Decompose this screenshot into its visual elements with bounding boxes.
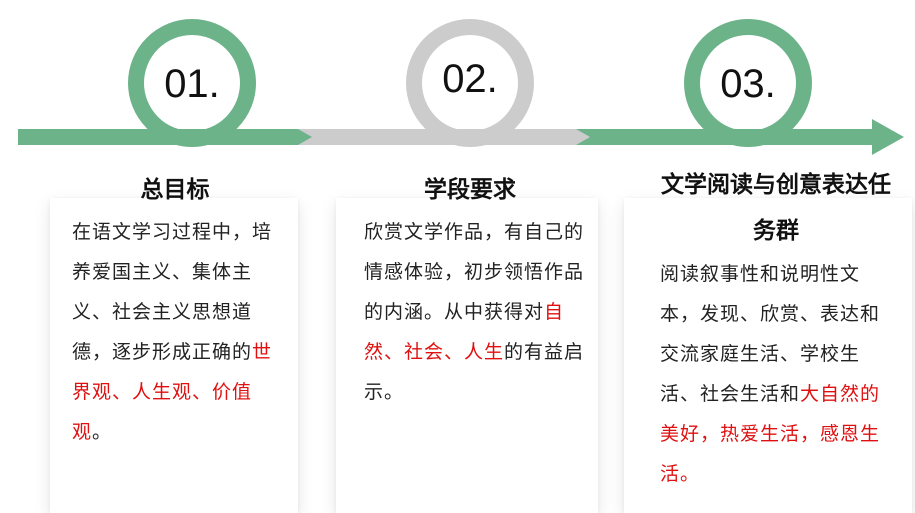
step-2-number: 02.	[442, 57, 498, 101]
card-3-highlight: 大自然的美好，热爱生活，感恩生活	[660, 383, 881, 485]
step-1-number: 01.	[164, 62, 220, 106]
card-3-text: 阅读叙事性和说明性文本，发现、欣赏、表达和交流家庭生活、学校生活、社会生活和	[660, 263, 881, 405]
joint-arrow-2	[576, 129, 590, 145]
card-1-text-end: 。	[92, 421, 113, 443]
card-1-title: 总目标	[140, 177, 210, 203]
card-3-title: 文学阅读与创意表达任务群	[661, 172, 891, 244]
card-stage-requirement	[336, 198, 598, 513]
card-2-title: 学段要求	[424, 177, 516, 203]
card-2-text: 欣赏文学作品，有自己的情感体验，初步领悟作品的内涵。从中获得对	[364, 221, 585, 323]
card-3-body: 阅读叙事性和说明性文本，发现、欣赏、表达和交流家庭生活、学校生活、社会生活和大自…	[660, 254, 896, 494]
timeline-segment-1	[18, 129, 298, 145]
card-1-text: 在语文学习过程中，培养爱国主义、集体主义、社会主义思想道德，逐步形成正确的	[72, 221, 273, 363]
card-2-highlight: 自然、社会、人生	[364, 301, 565, 363]
card-1-body: 在语文学习过程中，培养爱国主义、集体主义、社会主义思想道德，逐步形成正确的世界观…	[72, 212, 288, 452]
card-2-text-end: 的有益启示。	[364, 341, 585, 403]
timeline-arrow-head-icon	[872, 119, 904, 155]
timeline-segment-3	[576, 129, 876, 145]
card-total-goal	[50, 198, 298, 513]
joint-arrow-1	[298, 129, 312, 145]
timeline	[18, 19, 904, 155]
card-2-body: 欣赏文学作品，有自己的情感体验，初步领悟作品的内涵。从中获得对自然、社会、人生的…	[364, 212, 598, 412]
card-3-text-end: 。	[680, 463, 701, 485]
card-task-group	[624, 198, 912, 513]
timeline-segment-2	[298, 129, 576, 145]
card-1-highlight: 世界观、人生观、价值观	[72, 341, 273, 443]
step-3-number: 03.	[720, 62, 776, 106]
